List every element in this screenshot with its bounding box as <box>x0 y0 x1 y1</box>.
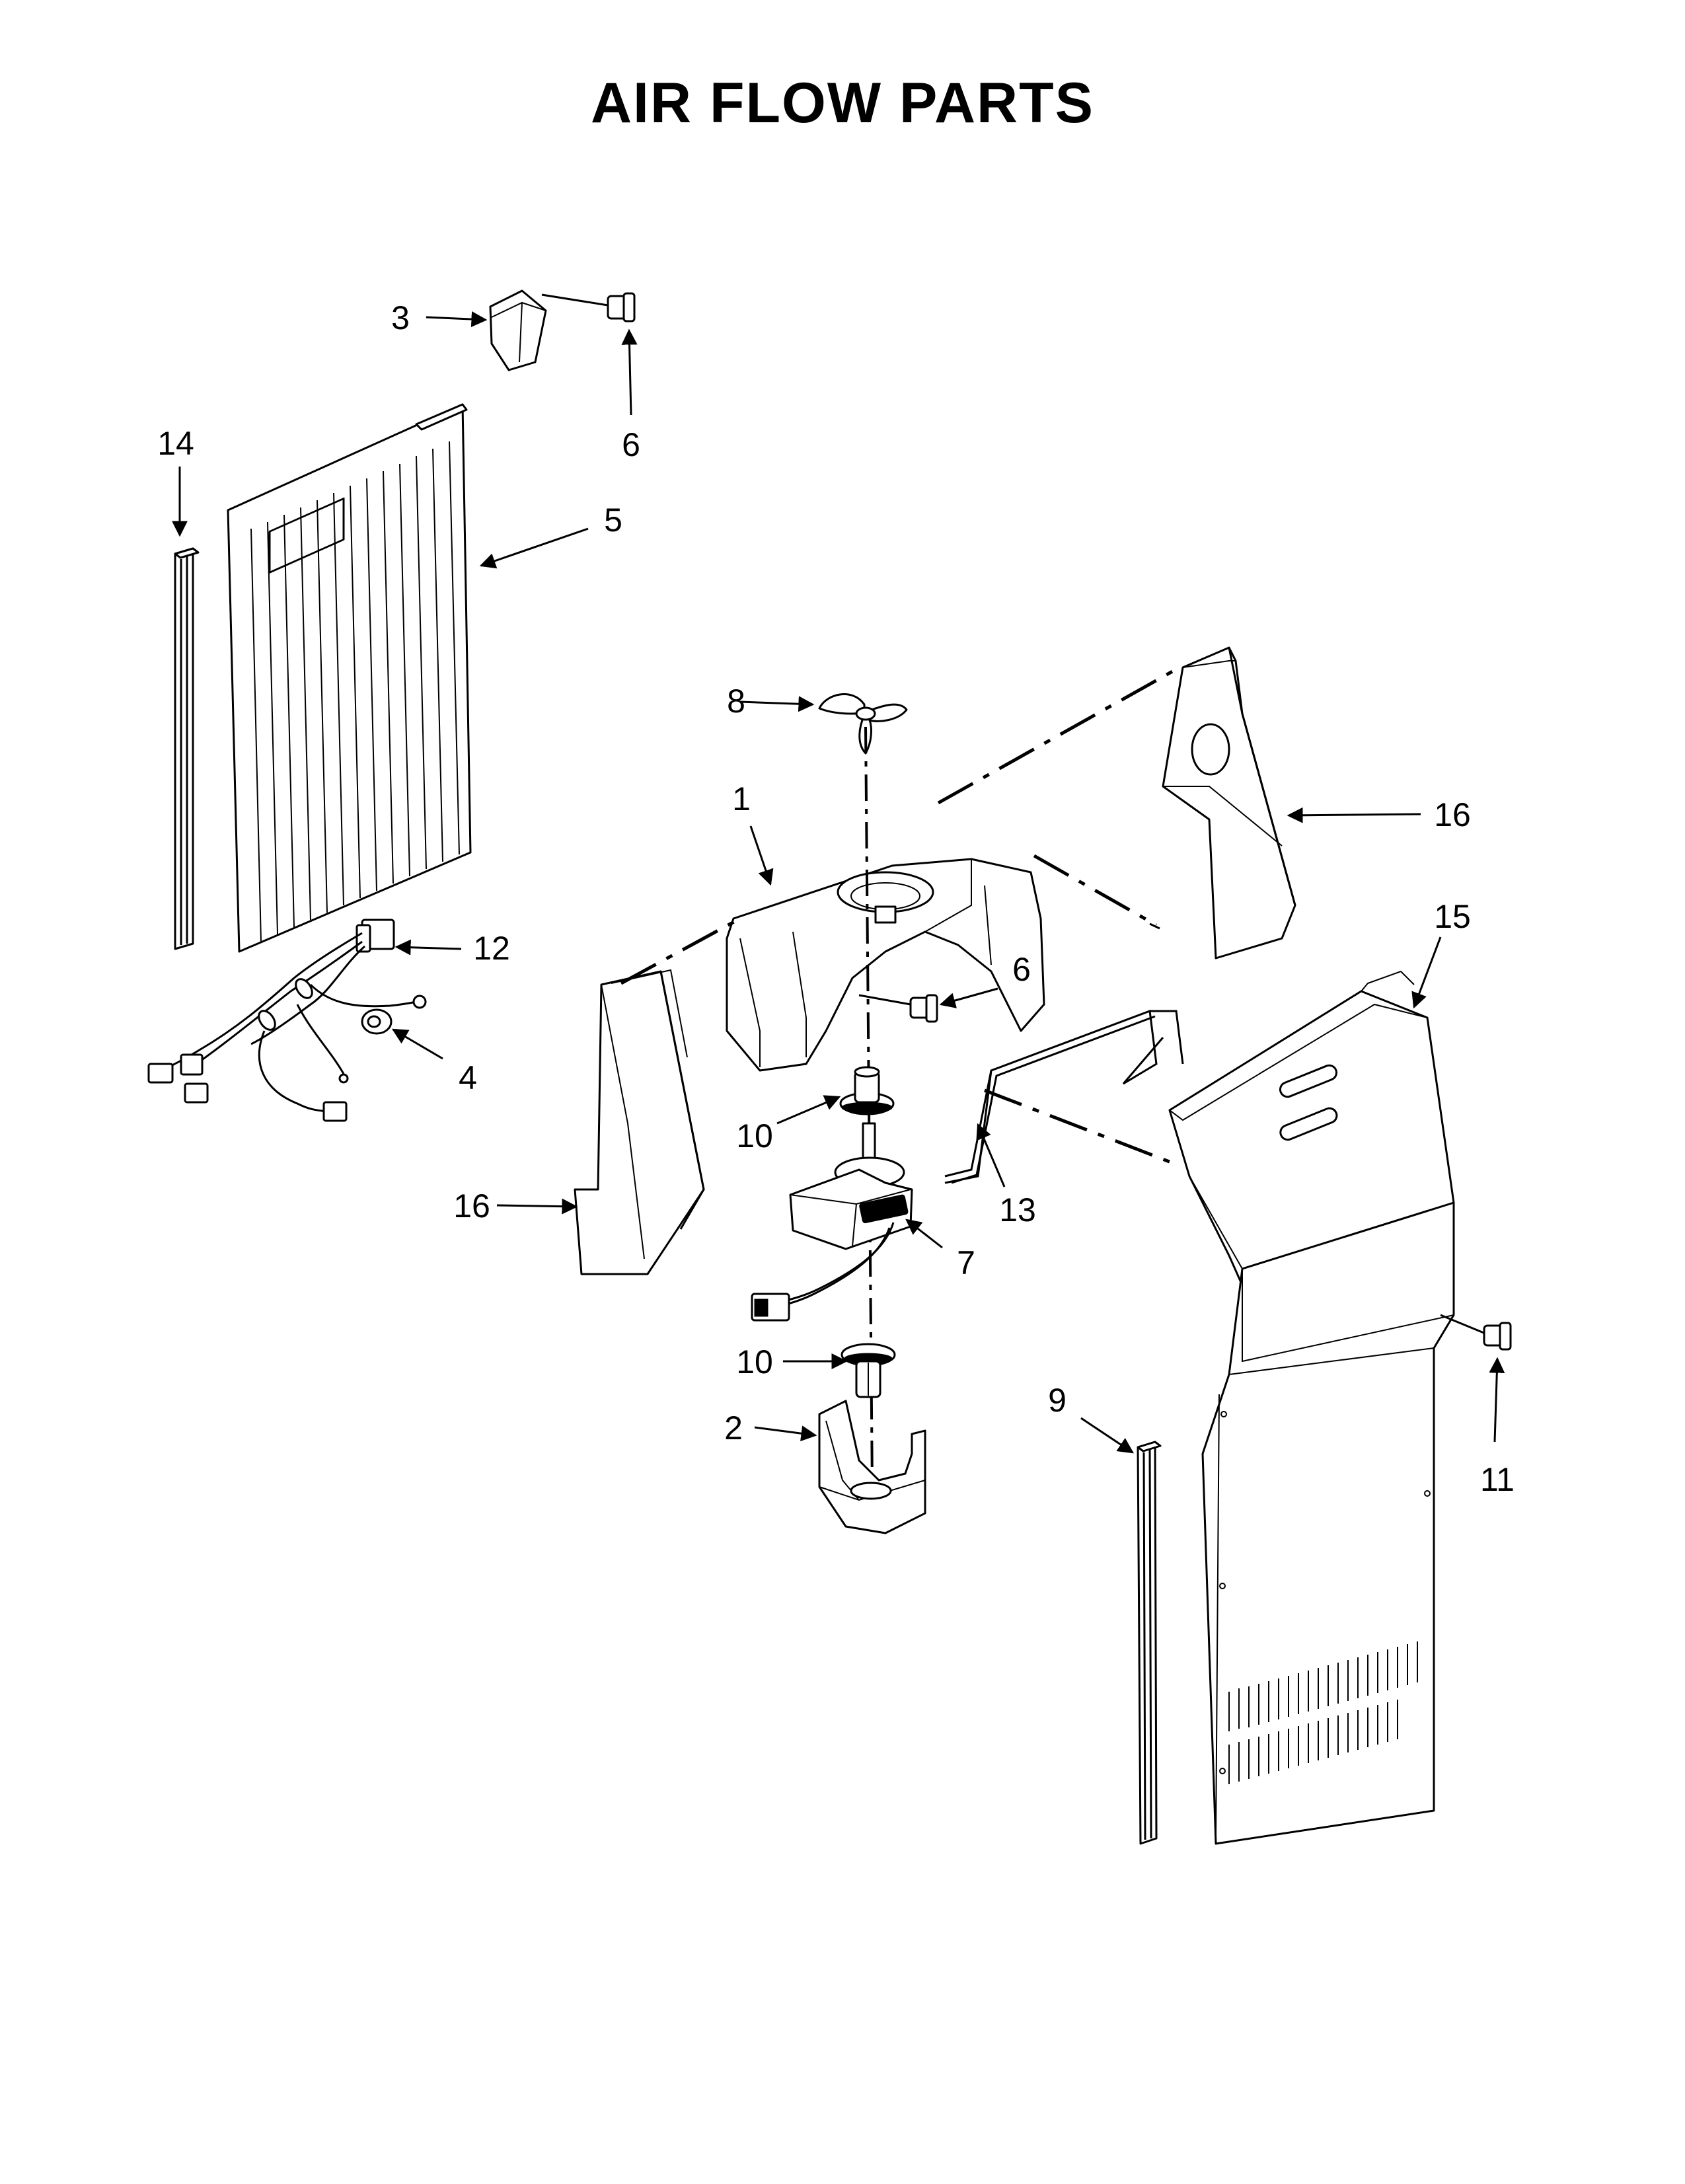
part-12-wire-harness <box>147 919 427 1122</box>
callout-9: 9 <box>1048 1382 1067 1419</box>
part-4-grommet <box>361 1008 393 1035</box>
part-9-gasket-strip <box>1137 1441 1162 1845</box>
callout-16-left: 16 <box>453 1187 490 1224</box>
callout-labels: 1 2 3 4 5 6 6 7 8 9 10 10 11 12 13 14 15… <box>157 299 1515 1498</box>
part-6-screw-top <box>541 292 636 322</box>
callout-15: 15 <box>1434 898 1471 935</box>
callout-16-right: 16 <box>1434 796 1471 833</box>
callout-6-middle: 6 <box>1012 951 1031 988</box>
part-13-wire-rack <box>944 1009 1184 1184</box>
part-10-bushing-lower <box>841 1343 896 1398</box>
part-14-gasket-strip <box>174 547 200 950</box>
callout-6-top: 6 <box>622 426 640 463</box>
diagram-title: AIR FLOW PARTS <box>591 71 1094 135</box>
callout-10-upper: 10 <box>736 1117 773 1154</box>
part-16-duct-right <box>1162 646 1296 960</box>
part-5-evaporator-cover <box>227 403 472 953</box>
callout-4: 4 <box>459 1059 477 1096</box>
part-16-duct-left <box>574 969 705 1275</box>
callout-5: 5 <box>604 502 622 539</box>
assembly-lines <box>620 665 1181 1165</box>
part-8-fan-blade <box>818 693 908 755</box>
callout-12: 12 <box>473 930 510 967</box>
callout-11: 11 <box>1480 1461 1515 1498</box>
callout-2: 2 <box>724 1410 743 1447</box>
callout-1: 1 <box>732 780 751 817</box>
part-6-screw-middle <box>858 994 938 1023</box>
callout-13: 13 <box>999 1191 1036 1228</box>
part-7-fan-motor <box>751 1122 913 1322</box>
part-15-rear-panel <box>1168 970 1455 1845</box>
leader-lines <box>172 311 1505 1454</box>
part-3-bracket <box>489 289 547 371</box>
callout-10-lower: 10 <box>736 1343 773 1380</box>
callout-3: 3 <box>391 299 410 336</box>
part-2-motor-bracket <box>818 1400 926 1534</box>
callout-7: 7 <box>957 1244 975 1281</box>
vent-slots <box>1228 1641 1418 1784</box>
part-11-screw <box>1440 1314 1512 1351</box>
callout-14: 14 <box>157 425 194 462</box>
callout-8: 8 <box>727 683 745 720</box>
part-1-fan-shroud <box>726 858 1045 1072</box>
part-10-bushing-upper <box>839 1066 895 1115</box>
